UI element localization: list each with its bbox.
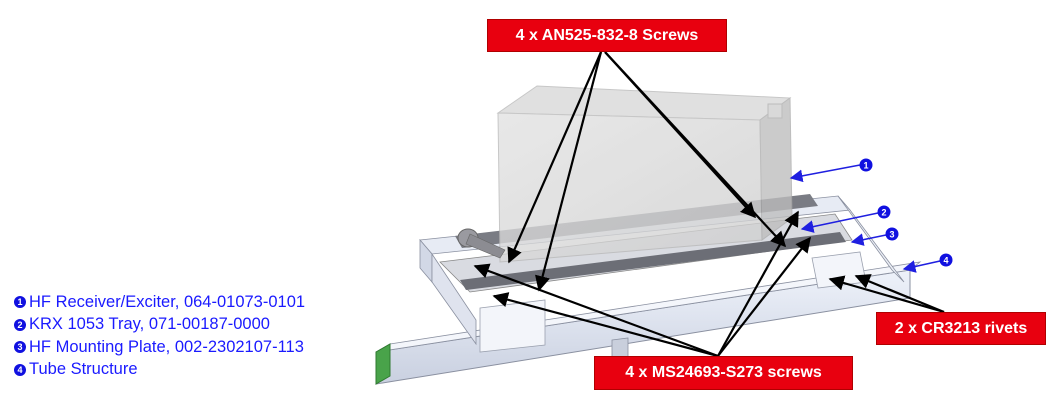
legend-item-2: 2 KRX 1053 Tray, 071-00187-0000 [14, 314, 305, 337]
callout-top-screws: 4 x AN525-832-8 Screws [487, 19, 727, 52]
item-marker-label: 3 [889, 230, 894, 240]
legend-text: HF Mounting Plate, 002-2302107-113 [29, 337, 304, 356]
item-marker-label: 1 [863, 161, 868, 171]
leader-lines-rivets [828, 274, 945, 314]
receiver-box [496, 85, 793, 263]
item-marker-3: 3 [885, 227, 899, 241]
callout-rivets: 2 x CR3213 rivets [876, 312, 1046, 345]
item-marker-1: 1 [859, 158, 873, 172]
legend-text: KRX 1053 Tray, 071-00187-0000 [29, 315, 270, 334]
item-marker-label: 4 [943, 256, 948, 266]
callout-bottom-screws: 4 x MS24693-S273 screws [594, 356, 853, 390]
legend-number: 1 [14, 296, 26, 309]
legend-text: Tube Structure [29, 360, 138, 379]
item-marker-4: 4 [939, 253, 953, 267]
legend-item-1: 1 HF Receiver/Exciter, 064-01073-0101 [14, 291, 305, 314]
legend-number: 3 [14, 341, 26, 354]
hold-down-knob [457, 228, 506, 259]
leader-lines-top-screws [507, 51, 787, 292]
legend-item-3: 3 HF Mounting Plate, 002-2302107-113 [14, 336, 305, 359]
callout-rivets-text: 2 x CR3213 rivets [894, 319, 1028, 337]
legend-item-4: 4 Tube Structure [14, 359, 305, 382]
item-marker-label: 2 [881, 208, 886, 218]
leader-lines-bottom-screws [473, 210, 811, 358]
callout-top-screws-text: 4 x AN525-832-8 Screws [515, 26, 699, 44]
legend-number: 4 [14, 363, 26, 376]
legend-text: HF Receiver/Exciter, 064-01073-0101 [29, 292, 306, 311]
parts-legend: 1 HF Receiver/Exciter, 064-01073-0101 2 … [14, 291, 305, 381]
item-marker-2: 2 [877, 205, 891, 219]
legend-number: 2 [14, 318, 26, 331]
item-arrows [789, 164, 941, 273]
callout-bottom-screws-text: 4 x MS24693-S273 screws [625, 364, 822, 381]
